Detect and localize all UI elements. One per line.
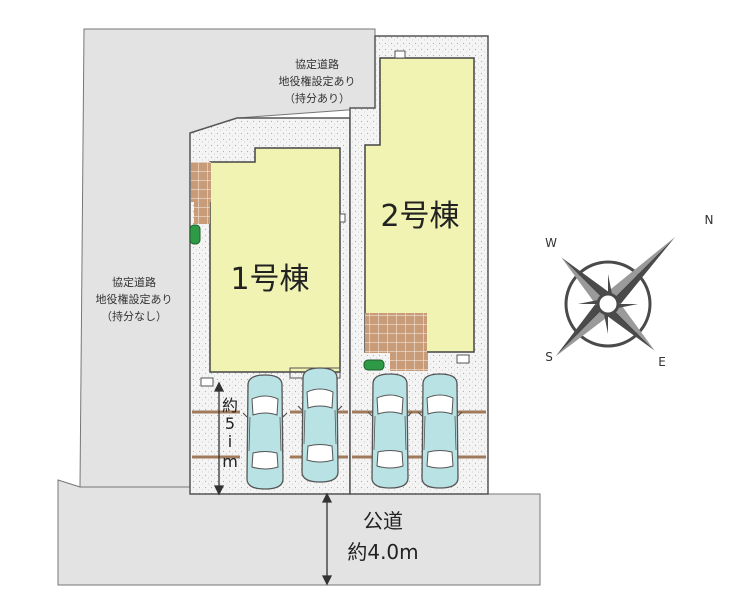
car-2 [297,367,343,483]
vent-1 [339,213,346,223]
meter-box-1 [200,377,214,387]
road-width-dimension [321,492,333,586]
road-left-label-3: （持分なし） [101,309,167,323]
building-1 [209,147,341,373]
parking-depth-char-1: 約 [222,396,238,415]
entrance-tiles-2 [365,313,427,353]
parking-depth-char-4: m [222,452,238,471]
road-upper-right-label-1: 協定道路 [295,57,339,71]
car-4 [417,373,463,489]
parking-depth-char-3: i [228,432,232,451]
building-1-label: 1号棟 [230,262,309,297]
compass-north: N [705,213,714,227]
entrance-tiles-1 [191,162,211,202]
road-upper-right-label-2: 地役権設定あり [279,74,356,88]
car-1 [242,374,288,490]
shrub-2 [363,359,385,371]
car-3 [367,373,413,489]
compass-east: E [658,355,666,369]
public-road-area [57,479,541,586]
road-left-label-1: 協定道路 [112,275,156,289]
meter-box-2 [456,354,470,364]
shrub-1 [189,224,201,245]
entrance-tiles-2b [390,353,428,371]
road-left-label-2: 地役権設定あり [96,292,173,306]
road-upper-right-label-3: （持分あり） [284,91,350,105]
compass-south: S [545,350,553,364]
compass-west: W [545,236,557,250]
building-2-label: 2号棟 [380,199,459,234]
entrance-tiles-1b [194,200,210,224]
compass-icon [555,236,676,357]
parking-depth-dimension [213,381,225,496]
parking-depth-char-2: 5 [225,414,235,433]
public-road-width-label: 約4.0m [347,540,418,564]
vent-2 [394,50,406,59]
public-road-label: 公道 [363,509,403,533]
